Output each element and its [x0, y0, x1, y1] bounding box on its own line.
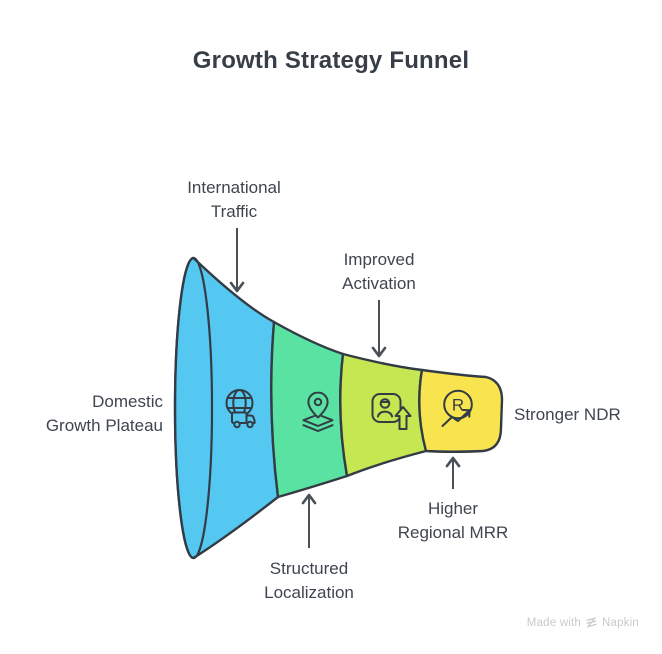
callout-higher-regional-mrr: Higher Regional MRR — [397, 499, 509, 542]
diagram-title: Growth Strategy Funnel — [192, 47, 470, 74]
watermark-prefix: Made with — [526, 616, 581, 629]
funnel-segment-higher-regional-mrr — [418, 368, 504, 453]
funnel-output-label: Stronger NDR — [514, 405, 621, 424]
watermark-brand: Napkin — [602, 616, 639, 629]
revenue-letter: R — [452, 396, 464, 415]
revenue-trend-icon: R — [441, 389, 473, 427]
funnel-segment-improved-activation — [339, 352, 428, 478]
funnel-input-label: Domestic Growth Plateau — [45, 392, 163, 435]
user-upgrade-icon — [371, 393, 412, 430]
globe-truck-icon — [225, 389, 256, 429]
map-pin-layers-icon — [302, 391, 334, 432]
callout-structured-localization: Structured Localization — [264, 559, 354, 602]
watermark: Made with Napkin — [527, 616, 639, 629]
callout-international-traffic: International Traffic — [187, 178, 281, 221]
napkin-logo-icon — [586, 616, 597, 628]
callout-improved-activation: Improved Activation — [342, 250, 416, 293]
funnel-mouth-ellipse — [173, 256, 214, 560]
